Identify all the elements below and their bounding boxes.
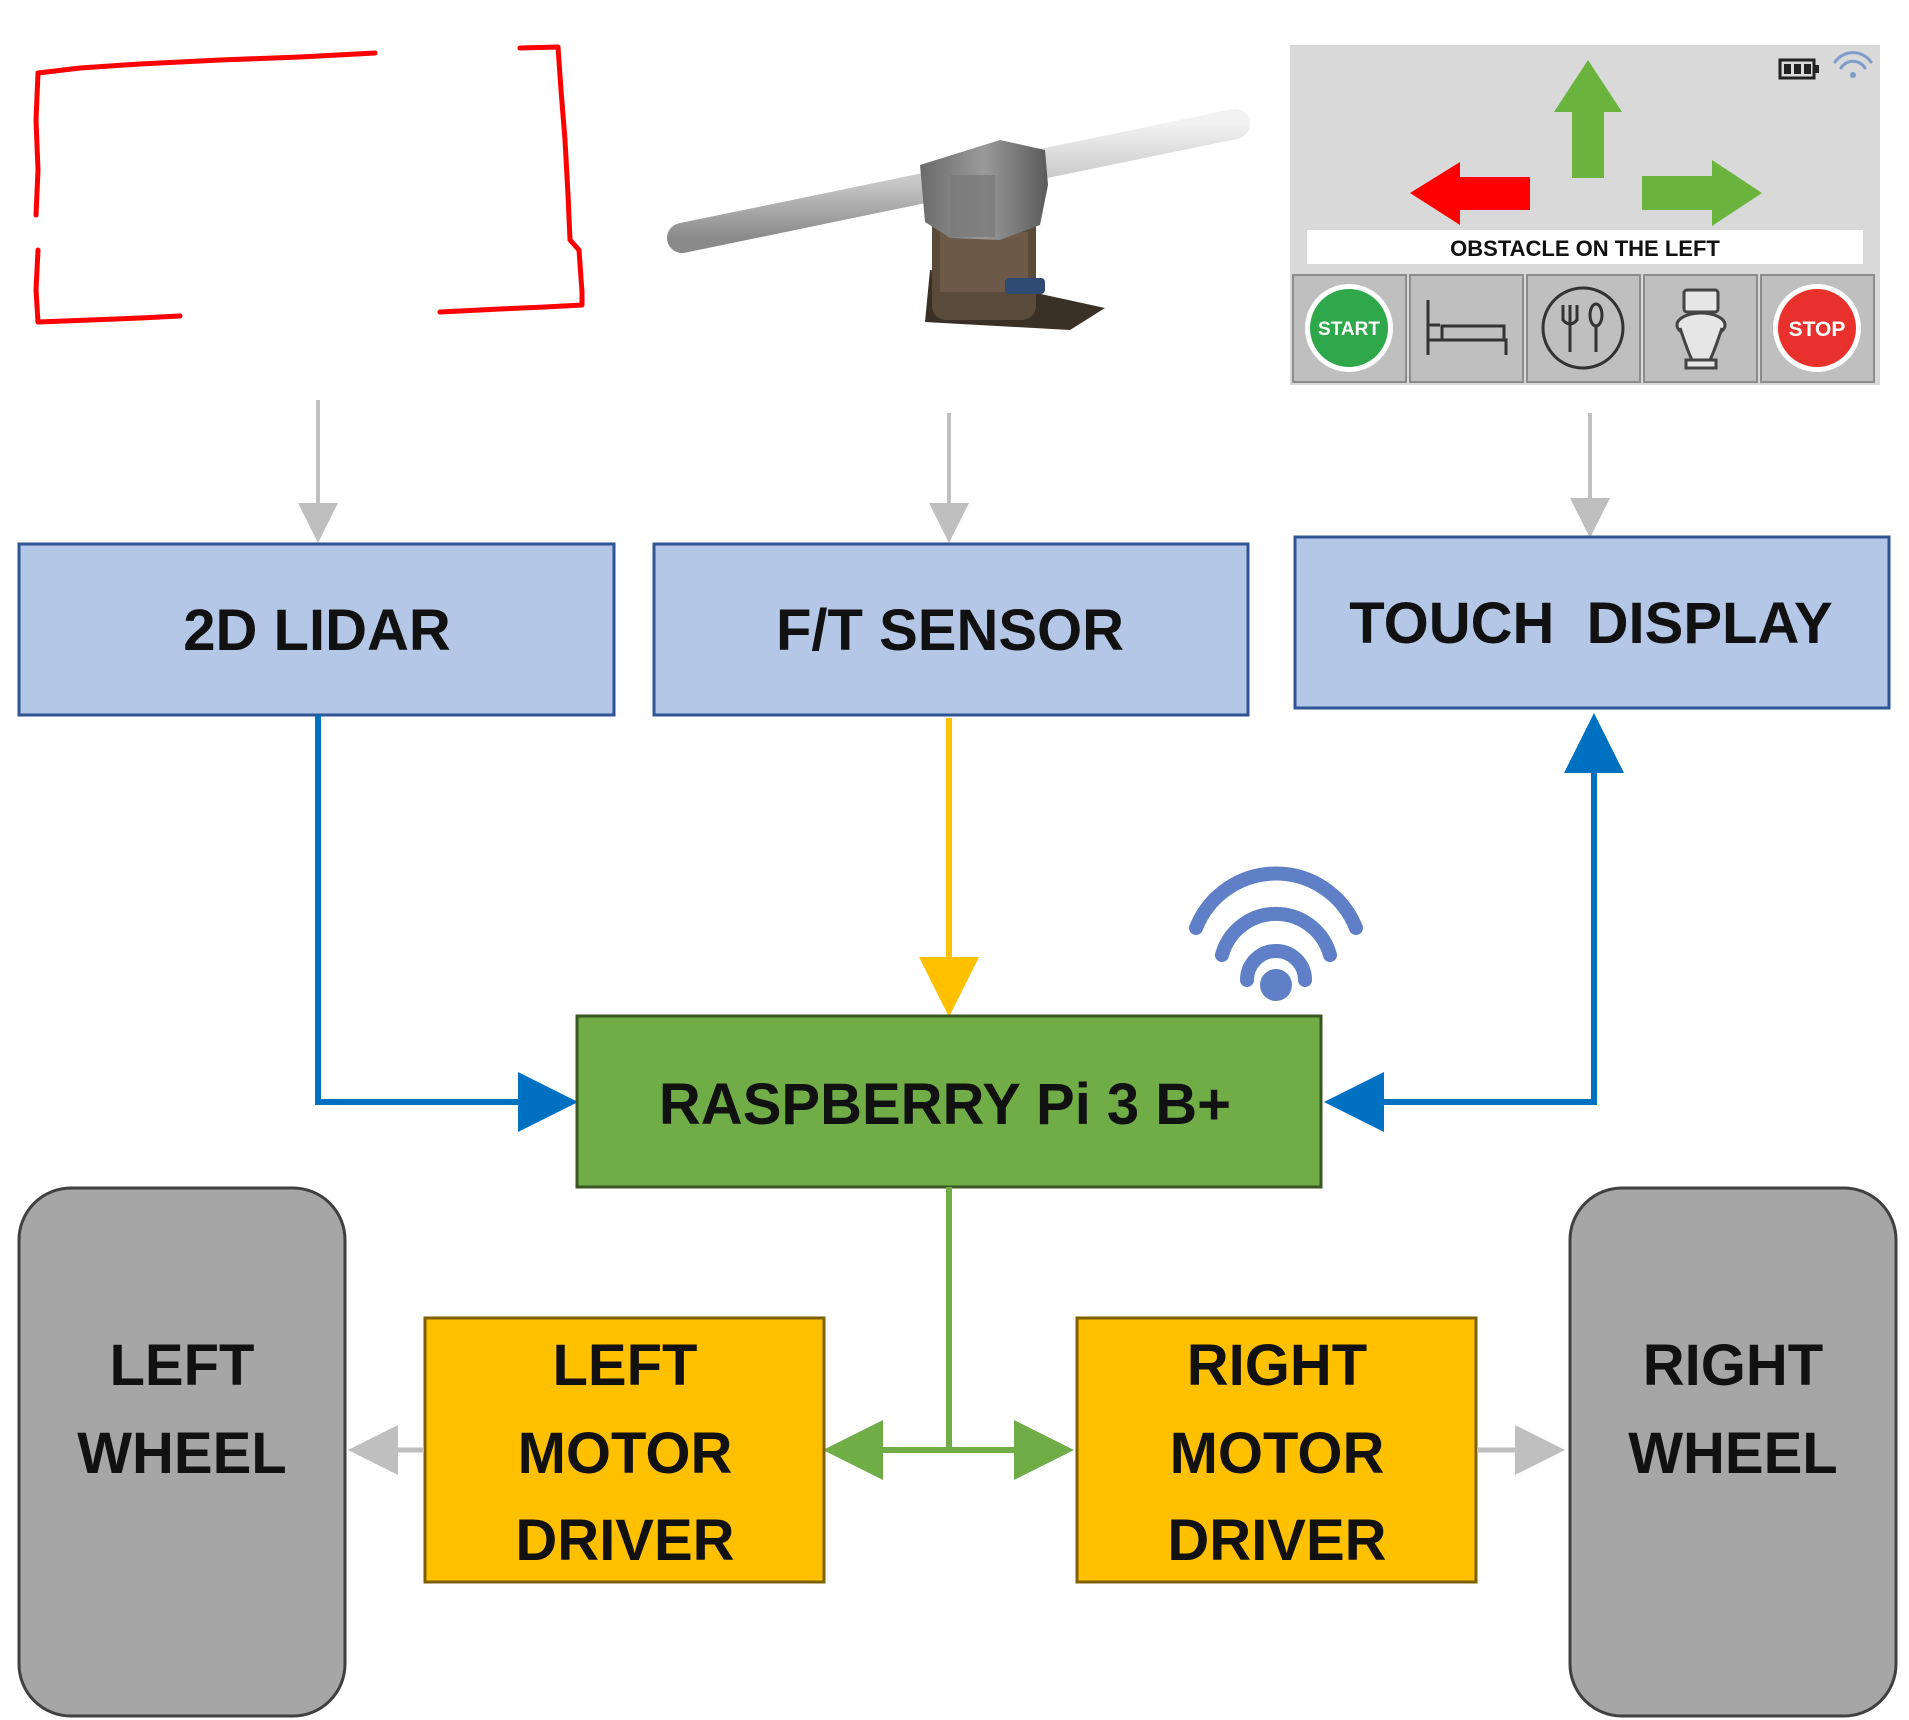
left-wheel-line-1: LEFT	[110, 1333, 255, 1398]
battery-icon	[1778, 58, 1819, 80]
touch-display-block: TOUCH DISPLAY	[1293, 535, 1891, 710]
left-driver-line-1: LEFT	[553, 1333, 698, 1398]
stop-label: STOP	[1789, 318, 1846, 341]
right-wheel-line-2: WHEEL	[1628, 1421, 1837, 1486]
bed-icon	[1426, 300, 1508, 355]
image-to-block-arrows	[298, 400, 1610, 543]
right-driver-line-2: MOTOR	[1170, 1421, 1385, 1486]
sensor-to-processor-links	[315, 713, 1624, 1132]
raspberry-to-drivers-links	[823, 1187, 1074, 1480]
arrow-up-icon	[1554, 60, 1622, 178]
raspberry-block: RASPBERRY Pi 3 B+	[575, 1014, 1323, 1189]
status-text: OBSTACLE ON THE LEFT	[1450, 236, 1720, 261]
left-wheel-line-2: WHEEL	[77, 1421, 286, 1486]
left-motor-driver-block: LEFT MOTOR DRIVER	[423, 1316, 826, 1584]
left-wheel-block: LEFT WHEEL	[17, 1186, 347, 1718]
arrow-right-icon	[1642, 160, 1762, 226]
stop-button-icon: STOP	[1773, 284, 1861, 372]
start-button-icon: START	[1305, 284, 1393, 372]
lidar-scan-top-left-segment	[33, 50, 378, 218]
status-strip	[1307, 230, 1863, 264]
raspberry-to-display-link	[1330, 713, 1624, 1105]
ft-sensor-image	[667, 109, 1250, 330]
toilet-icon	[1675, 288, 1727, 370]
right-motor-driver-block: RIGHT MOTOR DRIVER	[1075, 1316, 1478, 1584]
lidar-scan-bottom-left-segment	[33, 247, 183, 325]
touch-display-screen-image: OBSTACLE ON THE LEFT START	[1290, 45, 1880, 385]
right-wheel-line-1: RIGHT	[1643, 1333, 1823, 1398]
right-driver-line-1: RIGHT	[1187, 1333, 1367, 1398]
arrow-left-icon	[1410, 162, 1530, 225]
screen-wifi-icon	[1833, 51, 1873, 78]
right-wheel-block: RIGHT WHEEL	[1568, 1186, 1898, 1718]
right-driver-line-3: DRIVER	[1167, 1508, 1386, 1573]
raspberry-label: RASPBERRY Pi 3 B+	[659, 1072, 1231, 1137]
lidar-scan-right-segment	[437, 44, 585, 315]
ft-sensor-label: F/T SENSOR	[776, 598, 1124, 663]
touch-display-label: TOUCH DISPLAY	[1349, 591, 1832, 656]
lidar-scan-image	[33, 44, 585, 325]
lidar-to-raspberry-link	[315, 715, 578, 1132]
lidar-block: 2D LIDAR	[17, 542, 616, 717]
left-driver-line-2: MOTOR	[518, 1421, 733, 1486]
ft-sensor-block: F/T SENSOR	[652, 542, 1250, 717]
lidar-label: 2D LIDAR	[183, 598, 450, 663]
wifi-icon	[1189, 866, 1363, 1001]
fork-spoon-icon	[1541, 286, 1625, 370]
left-driver-line-3: DRIVER	[515, 1508, 734, 1573]
start-label: START	[1318, 319, 1380, 340]
